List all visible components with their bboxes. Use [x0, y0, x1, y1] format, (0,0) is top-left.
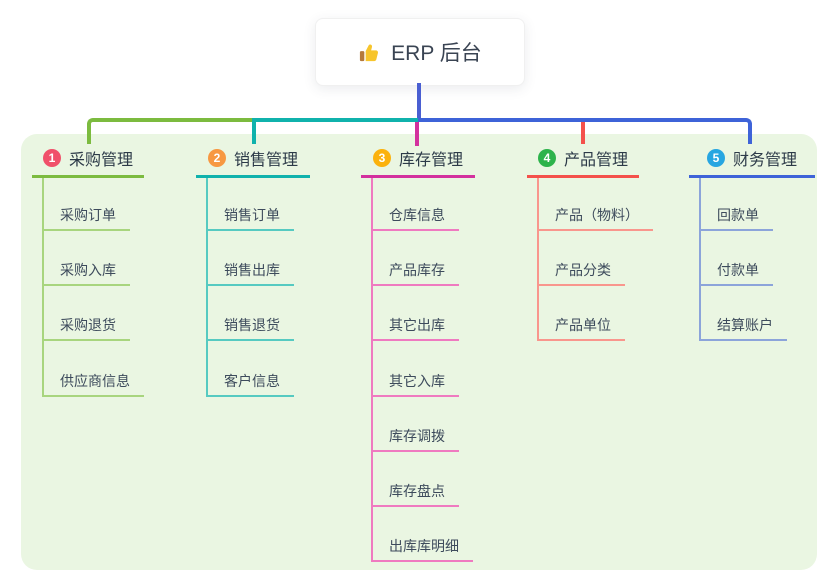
branch-5-connector-line — [418, 118, 752, 144]
branch-node-5[interactable]: 5 财务管理 — [689, 147, 815, 178]
branch-title: 库存管理 — [398, 152, 463, 169]
thumbs-up-icon — [358, 41, 381, 64]
child-node[interactable]: 库存调拨 — [371, 427, 459, 452]
branch-number-badge: 1 — [42, 149, 61, 167]
branch-number-badge: 4 — [537, 149, 556, 167]
branch-title: 采购管理 — [68, 152, 133, 169]
root-connector-line — [417, 83, 421, 118]
child-node[interactable]: 产品分类 — [537, 261, 625, 286]
child-node[interactable]: 其它出库 — [371, 316, 459, 341]
child-node[interactable]: 客户信息 — [206, 372, 294, 397]
child-node[interactable]: 出库库明细 — [371, 537, 473, 562]
root-label: ERP 后台 — [391, 42, 482, 65]
child-node[interactable]: 采购入库 — [42, 261, 130, 286]
child-connector-line — [206, 178, 208, 397]
child-node[interactable]: 仓库信息 — [371, 206, 459, 231]
child-node[interactable]: 产品（物料） — [537, 206, 653, 231]
root-node[interactable]: ERP 后台 — [315, 18, 525, 86]
branch-3-connector-line — [415, 122, 419, 146]
branch-title: 产品管理 — [563, 152, 628, 169]
branch-4-connector-line — [581, 122, 585, 144]
branches-panel — [21, 134, 817, 570]
child-node[interactable]: 销售订单 — [206, 206, 294, 231]
branch-node-1[interactable]: 1 采购管理 — [32, 147, 144, 178]
branch-2-connector-line — [252, 118, 418, 144]
child-node[interactable]: 销售出库 — [206, 261, 294, 286]
child-node[interactable]: 库存盘点 — [371, 482, 459, 507]
child-node[interactable]: 其它入库 — [371, 372, 459, 397]
branch-number-badge: 2 — [207, 149, 226, 167]
child-node[interactable]: 结算账户 — [699, 316, 787, 341]
branch-number-badge: 3 — [372, 149, 391, 167]
child-node[interactable]: 供应商信息 — [42, 372, 144, 397]
child-connector-line — [42, 178, 44, 397]
branch-number-badge: 5 — [706, 149, 725, 167]
branch-1-connector-line — [87, 118, 252, 144]
child-connector-line — [699, 178, 701, 341]
child-node[interactable]: 回款单 — [699, 206, 773, 231]
branch-title: 财务管理 — [732, 152, 797, 169]
branch-node-3[interactable]: 3 库存管理 — [361, 147, 475, 178]
branch-node-4[interactable]: 4 产品管理 — [527, 147, 639, 178]
child-node[interactable]: 产品单位 — [537, 316, 625, 341]
child-node[interactable]: 产品库存 — [371, 261, 459, 286]
child-node[interactable]: 付款单 — [699, 261, 773, 286]
child-connector-line — [537, 178, 539, 341]
branch-title: 销售管理 — [233, 152, 298, 169]
child-node[interactable]: 采购订单 — [42, 206, 130, 231]
child-node[interactable]: 采购退货 — [42, 316, 130, 341]
child-connector-line — [371, 178, 373, 562]
child-node[interactable]: 销售退货 — [206, 316, 294, 341]
branch-node-2[interactable]: 2 销售管理 — [196, 147, 310, 178]
